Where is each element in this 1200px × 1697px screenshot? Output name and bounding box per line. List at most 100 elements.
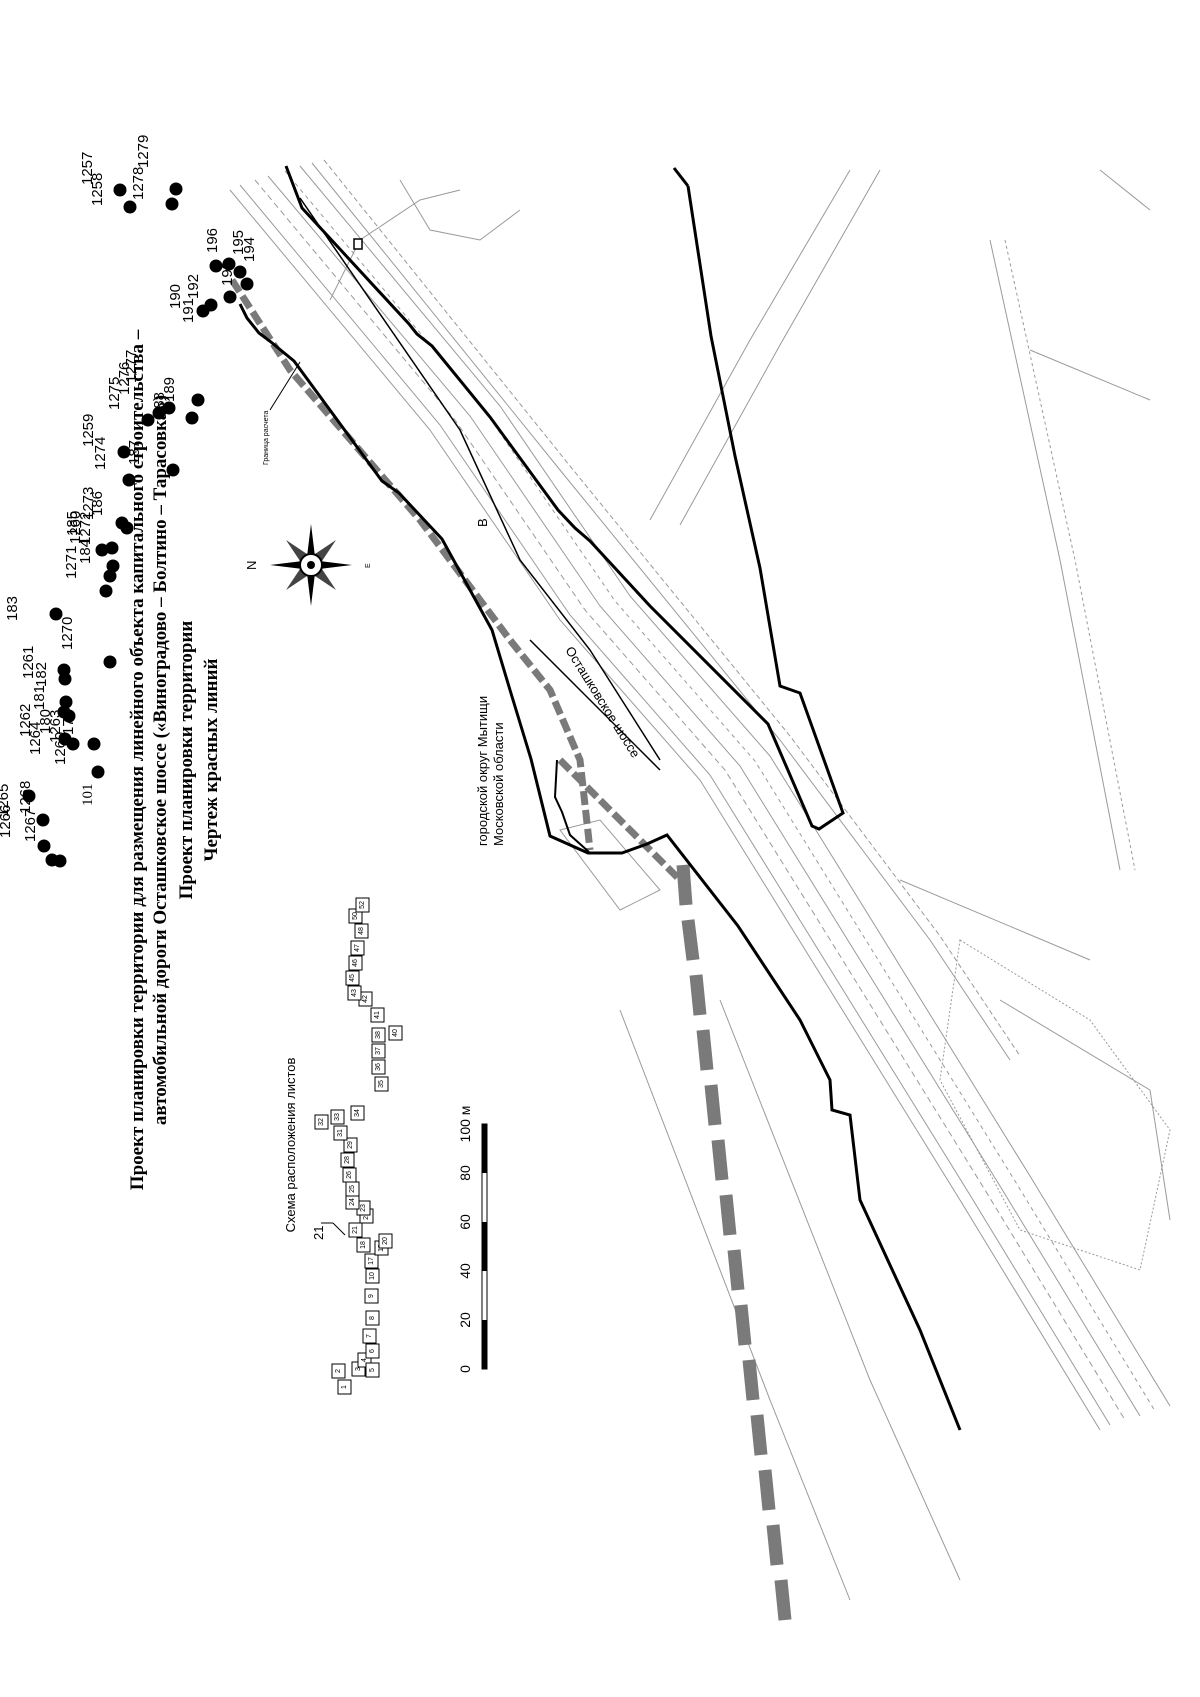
boundary-dash [774, 1579, 792, 1621]
sheet-index-number: 4 [361, 1358, 368, 1362]
point-label-181: 181 [31, 685, 48, 710]
boundary-point-1269 [91, 765, 105, 779]
sheet-index-box [374, 1076, 389, 1092]
boundary-point-188 [185, 411, 199, 425]
boundary-dash [676, 864, 693, 906]
boundary-point-1274 [122, 473, 136, 487]
road-hatched-segment [229, 278, 683, 883]
point-label-1275: 1275 [106, 377, 123, 410]
point-label-1265: 1265 [0, 784, 12, 817]
boundary-point-196 [209, 259, 223, 273]
point-label-1257: 1257 [79, 152, 96, 185]
point-label-1273: 1273 [80, 487, 97, 520]
sheet-index-box [371, 1027, 386, 1043]
boundary-point-1263 [87, 737, 101, 751]
boundary-point-1276 [152, 406, 166, 420]
point-label-185: 185 [64, 511, 81, 536]
sheet-index-boxes: 1234567891017181920212223242526282931323… [314, 897, 403, 1395]
red-line-points: 1711721731741751761771781791801811821831… [0, 135, 258, 868]
boundary-point-185 [95, 543, 109, 557]
scale-tick-label: 80 [457, 1165, 473, 1181]
boundary-point-1268 [53, 854, 67, 868]
boundary-dash [766, 1524, 784, 1566]
point-label-1260: 1260 [67, 511, 84, 544]
point-label-1272: 1272 [77, 512, 94, 545]
boundary-dash [689, 974, 707, 1016]
boundary-point-181 [59, 695, 73, 709]
point-label-1276: 1276 [116, 362, 133, 395]
compass-rose: N E [244, 524, 372, 606]
point-label-184: 184 [77, 539, 94, 564]
sheet-index-box [370, 1007, 385, 1023]
point-label-1269: 1269 [52, 732, 69, 765]
sheet-index-number: 33 [334, 1113, 341, 1121]
boundary-point-1257 [113, 183, 127, 197]
sheet-index-number: 46 [352, 959, 359, 967]
boundary-point-1265 [36, 813, 50, 827]
boundary-point-1273 [115, 516, 129, 530]
sheet-index-number: 10 [369, 1272, 376, 1280]
sheet-index-box [348, 1222, 363, 1238]
sheet-index-number: 18 [360, 1241, 367, 1249]
sheet-index-number: 21 [352, 1226, 359, 1234]
district-label: городской округ Мытищи Московской област… [475, 696, 506, 846]
title-line-4: Чертеж красных линий [201, 658, 222, 861]
title-line-1: Проект планировки территории для размеще… [127, 329, 148, 1190]
boundary-dash [750, 1414, 768, 1456]
sheet-index-box [347, 985, 362, 1001]
boundary-dash [681, 919, 700, 961]
sheet-index-box [350, 940, 365, 956]
boundary-point-195 [222, 257, 236, 271]
sheet-index-number: 8 [369, 1316, 376, 1320]
point-label-1261: 1261 [20, 646, 37, 679]
sheet-index-box [331, 1363, 346, 1379]
point-label-1279: 1279 [135, 135, 152, 168]
sheet-index-number: 47 [354, 944, 361, 952]
sheet-index-box [365, 1343, 380, 1359]
boundary-point-1275 [141, 413, 155, 427]
point-label-187: 187 [126, 440, 143, 465]
calc-boundary-label: Граница расчета [263, 411, 270, 465]
sheet-index-number: 38 [375, 1031, 382, 1039]
sheet-index-number: 28 [344, 1156, 351, 1164]
point-label-194: 194 [241, 237, 258, 262]
sheet-index-number: 40 [392, 1029, 399, 1037]
red-line-b [284, 165, 845, 831]
boundary-point-1264 [66, 737, 80, 751]
north-label: N [244, 561, 259, 570]
boundary-point-193 [240, 277, 254, 291]
sheet-index-box [345, 970, 360, 986]
sheet-index-box [365, 1362, 380, 1378]
sheet-index-box [350, 1105, 365, 1121]
sheet-index-number: 20 [382, 1237, 389, 1245]
sheet-index-box [362, 1328, 377, 1344]
calculation-boundary: Граница расчета [263, 361, 301, 465]
boundary-dash [719, 1194, 737, 1236]
sheet-index-box [314, 1114, 329, 1130]
scale-tick-label: 60 [457, 1214, 473, 1230]
boundary-dash [758, 1469, 776, 1511]
sheet-index-number: 24 [349, 1198, 356, 1206]
boundary-point-191 [204, 298, 218, 312]
road-centerline [299, 197, 661, 771]
point-label-191: 191 [180, 298, 197, 323]
sheet-index-number: 9 [368, 1294, 375, 1298]
point-label-186: 186 [89, 491, 106, 516]
sheet-index-number: 7 [366, 1334, 373, 1338]
red-line-a [238, 303, 962, 1431]
sheet-index-number: 25 [349, 1185, 356, 1193]
point-label-1270: 1270 [59, 617, 76, 650]
point-label-183: 183 [4, 596, 21, 621]
sheet-index-number: 41 [374, 1011, 381, 1019]
title-line-2: автомобильной дороги Осташковское шоссе … [150, 395, 171, 1125]
sheet-index-number: 31 [337, 1129, 344, 1137]
boundary-point-1277 [162, 401, 176, 415]
point-label-190: 190 [167, 284, 184, 309]
point-label-1263: 1263 [47, 710, 64, 743]
boundary-point-1258 [123, 200, 137, 214]
district-label-line-1: городской округ Мытищи [475, 696, 490, 846]
sheet-index-box [364, 1253, 379, 1269]
boundary-dash [734, 1304, 752, 1346]
sheet-index-number: 45 [349, 974, 356, 982]
boundary-point-1260 [105, 541, 119, 555]
